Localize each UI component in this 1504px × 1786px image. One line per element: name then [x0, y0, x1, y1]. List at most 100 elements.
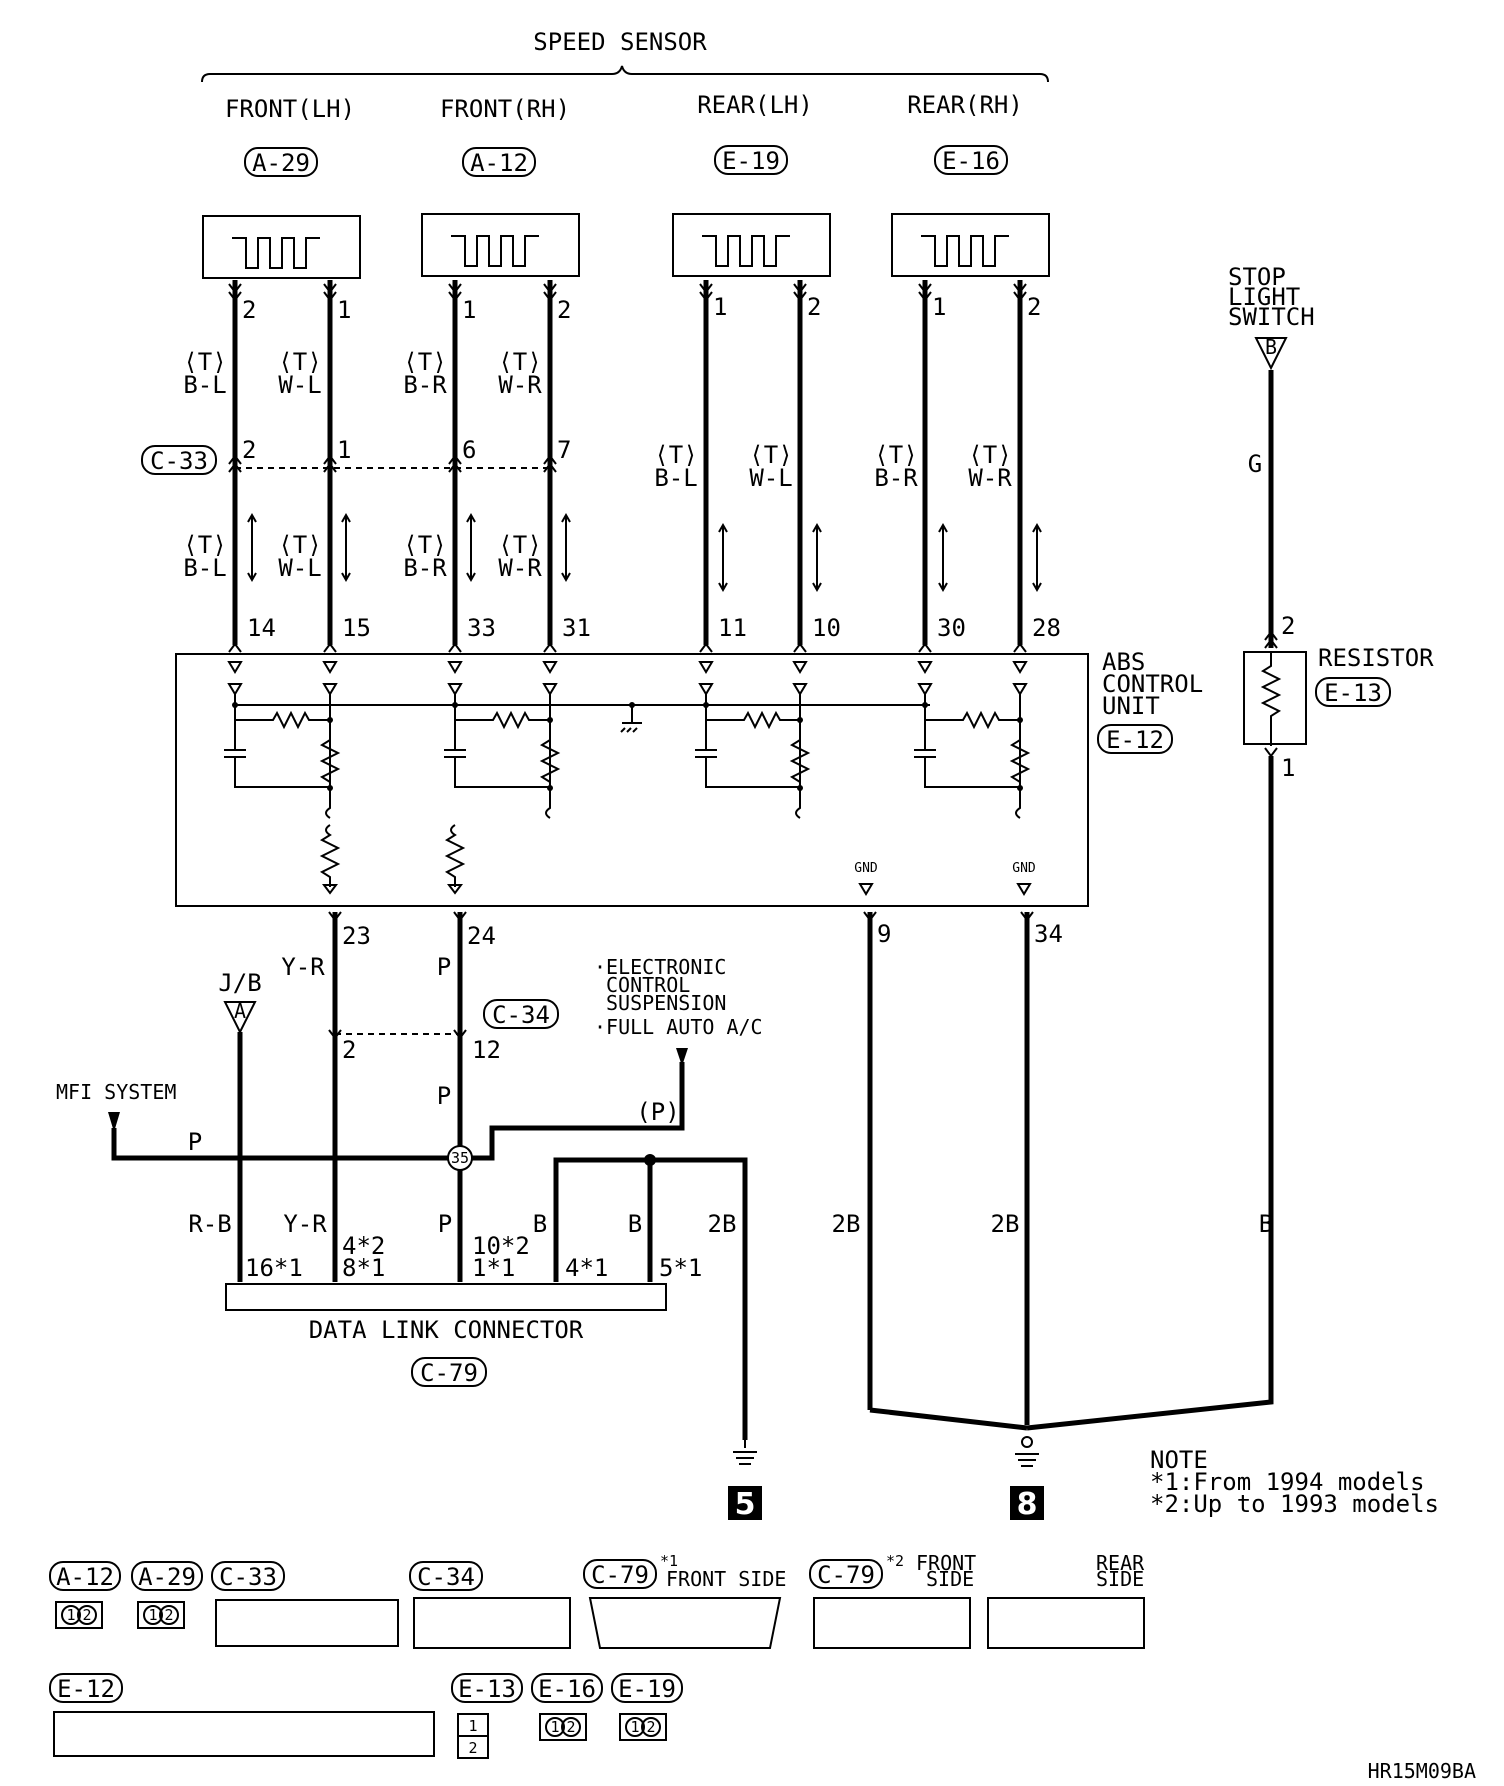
svg-text:1: 1: [468, 1717, 477, 1735]
stop-light-switch-label: STOP LIGHT SWITCH: [1228, 263, 1315, 331]
connector-e12-tag: E-12: [1097, 724, 1173, 754]
svg-text:B: B: [628, 1210, 642, 1238]
svg-text:⟨T⟩: ⟨T⟩: [654, 441, 697, 469]
abs-gnd-labels: GND GND: [854, 861, 1036, 896]
legend-c33: C-33: [211, 1561, 399, 1647]
svg-text:33: 33: [467, 614, 496, 642]
wire-p-label-mfi: P: [188, 1128, 202, 1156]
pin-24: 24: [467, 922, 496, 950]
svg-text:30: 30: [937, 614, 966, 642]
svg-text:B: B: [533, 1210, 547, 1238]
pin-34: 34: [1034, 920, 1063, 948]
svg-text:Y-R: Y-R: [283, 1210, 327, 1238]
speed-sensor-brace: [201, 65, 1049, 83]
svg-text:W-R: W-R: [498, 554, 542, 582]
svg-text:SIDE: SIDE: [926, 1567, 974, 1591]
svg-text:8*1: 8*1: [342, 1254, 385, 1282]
svg-text:A-12: A-12: [470, 149, 528, 177]
svg-text:E-19: E-19: [618, 1675, 676, 1703]
ecs-wire: [470, 1062, 685, 1161]
resistor-symbol: [1260, 652, 1282, 746]
ecu-input-pins: 14 15 33 31 11 10 30 28: [228, 614, 1061, 653]
svg-text:·ELECTRONIC: ·ELECTRONIC: [594, 955, 726, 979]
pin-c33-2: 2: [242, 436, 256, 464]
svg-text:W-L: W-L: [278, 554, 321, 582]
svg-text:FRONT SIDE: FRONT SIDE: [666, 1567, 786, 1591]
svg-text:UNIT: UNIT: [1102, 692, 1160, 720]
svg-text:⟨T⟩: ⟨T⟩: [403, 348, 446, 376]
ecs-terminal: [676, 1048, 688, 1066]
svg-text:1*1: 1*1: [472, 1254, 515, 1282]
connector-c79-tag: C-79: [411, 1357, 487, 1387]
sensor-front-lh-label: FRONT(LH): [225, 95, 355, 123]
wire-yr-label: Y-R: [281, 953, 325, 981]
mfi-wire: [111, 1128, 450, 1161]
abs-output-wires: [328, 911, 1034, 1425]
svg-text:⟨T⟩: ⟨T⟩: [403, 531, 446, 559]
svg-text:C-33: C-33: [219, 1563, 277, 1591]
svg-text:R-B: R-B: [188, 1210, 231, 1238]
svg-text:2: 2: [566, 1718, 575, 1736]
svg-text:E-16: E-16: [942, 147, 1000, 175]
sensor-rear-rh-label: REAR(RH): [907, 91, 1023, 119]
svg-text:*2: *2: [886, 1552, 904, 1570]
sensor-front-rh-label: FRONT(RH): [440, 95, 570, 123]
svg-text:NOTE: NOTE: [1150, 1446, 1208, 1474]
svg-text:SIDE: SIDE: [1096, 1567, 1144, 1591]
svg-text:1: 1: [630, 1718, 639, 1736]
svg-text:⟨T⟩: ⟨T⟩: [278, 531, 321, 559]
svg-text:E-13: E-13: [458, 1675, 516, 1703]
pin-a29-2: 2: [242, 296, 256, 324]
stop-light-pin: B: [1265, 335, 1277, 359]
pin-a29-1: 1: [337, 296, 351, 324]
svg-text:CONTROL: CONTROL: [1102, 670, 1203, 698]
connector-e16-tag: E-16: [934, 145, 1008, 175]
svg-text:⟨T⟩: ⟨T⟩: [183, 348, 226, 376]
svg-text:GND: GND: [1012, 861, 1036, 876]
svg-text:C-79: C-79: [420, 1359, 478, 1387]
legend-c79-front: C-79 *1 FRONT SIDE: [583, 1552, 786, 1649]
svg-text:C-34: C-34: [492, 1001, 550, 1029]
svg-text:SWITCH: SWITCH: [1228, 303, 1315, 331]
svg-text:5*1: 5*1: [659, 1254, 702, 1282]
svg-text:C-34: C-34: [417, 1563, 475, 1591]
resistor-box: [1243, 651, 1307, 745]
legend-c79-rear: C-79 *2 FRONT SIDE REAR SIDE: [809, 1551, 1145, 1649]
diagram-code: HR15M09BA: [1368, 1759, 1476, 1783]
svg-text:LIGHT: LIGHT: [1228, 283, 1300, 311]
ground-symbol-5: 5: [728, 1440, 762, 1522]
svg-text:11: 11: [718, 614, 747, 642]
sensor-rear-lh-label: REAR(LH): [697, 91, 813, 119]
svg-text:A-29: A-29: [138, 1563, 196, 1591]
svg-text:10*2: 10*2: [472, 1232, 530, 1260]
svg-text:*1:From 1994 models: *1:From 1994 models: [1150, 1468, 1425, 1496]
speed-sensor-title: SPEED SENSOR: [533, 28, 707, 56]
pin-c33-6: 6: [462, 436, 476, 464]
svg-text:E-12: E-12: [1106, 726, 1164, 754]
resistor-pin-2: 2: [1281, 612, 1295, 640]
svg-text:C-79: C-79: [591, 1561, 649, 1589]
svg-text:⟨T⟩: ⟨T⟩: [874, 441, 917, 469]
svg-text:FRONT: FRONT: [916, 1551, 976, 1575]
ecs-label: ·ELECTRONIC CONTROL SUSPENSION ·FULL AUT…: [594, 955, 763, 1039]
pin-e19-1: 1: [713, 293, 727, 321]
c34-chevrons: [328, 1029, 467, 1040]
pin-c34-2: 2: [342, 1036, 356, 1064]
svg-text:B-R: B-R: [403, 371, 447, 399]
connector-e19-tag: E-19: [714, 145, 788, 175]
svg-text:2: 2: [646, 1718, 655, 1736]
svg-text:B-R: B-R: [874, 464, 918, 492]
pin-23: 23: [342, 922, 371, 950]
svg-text:8: 8: [1017, 1487, 1038, 1522]
svg-text:W-R: W-R: [498, 371, 542, 399]
wire-color-labels-front-upper: ⟨T⟩ B-L ⟨T⟩ W-L ⟨T⟩ B-R ⟨T⟩ W-R: [183, 348, 542, 399]
ground-symbol-8: 8: [1010, 1436, 1044, 1522]
svg-text:A-12: A-12: [56, 1563, 114, 1591]
stop-light-terminal: [1254, 337, 1288, 371]
svg-text:4*2: 4*2: [342, 1232, 385, 1260]
svg-text:E-12: E-12: [57, 1675, 115, 1703]
legend-c34: C-34: [409, 1561, 571, 1649]
connector-c34-tag: C-34: [483, 999, 559, 1029]
connector-c33-tag: C-33: [141, 445, 217, 475]
